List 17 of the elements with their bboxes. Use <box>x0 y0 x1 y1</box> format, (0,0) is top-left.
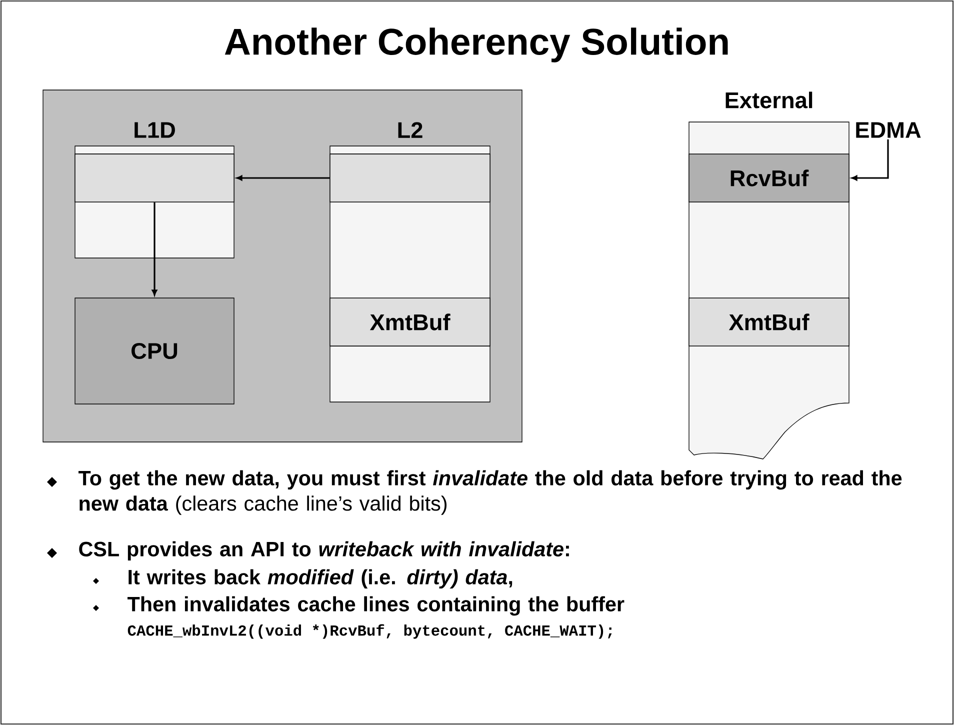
buffer-box: XmtBuf <box>688 298 850 346</box>
bullet-text: Then invalidates cache lines containing the buffer <box>128 596 624 616</box>
arrow <box>236 175 330 181</box>
arrow <box>152 202 158 296</box>
node-label: External <box>726 92 812 108</box>
node-label: L1D <box>134 122 175 138</box>
arrow <box>852 139 889 181</box>
bullet-text: To get the new data, you must first invalidate the old data before trying to read the new data (clears cache line’s valid bits) <box>78 470 902 515</box>
buffer-box: XmtBuf <box>330 298 490 346</box>
node-label: L2 <box>398 122 422 138</box>
bullet-text: It writes back modified (i.e. dirty) data, <box>128 569 512 589</box>
code-line: CACHE_wbInvL2((void *)RcvBuf, bytecount, CACHE_WAIT); <box>128 624 612 639</box>
cpu-box: CPU <box>74 298 234 404</box>
buffer-box: RcvBuf <box>688 154 850 202</box>
bullet-text: CSL provides an API to writeback with invalidate: <box>79 541 569 561</box>
edma-label: EDMA <box>856 122 921 138</box>
title: Another Coherency Solution <box>224 28 728 62</box>
